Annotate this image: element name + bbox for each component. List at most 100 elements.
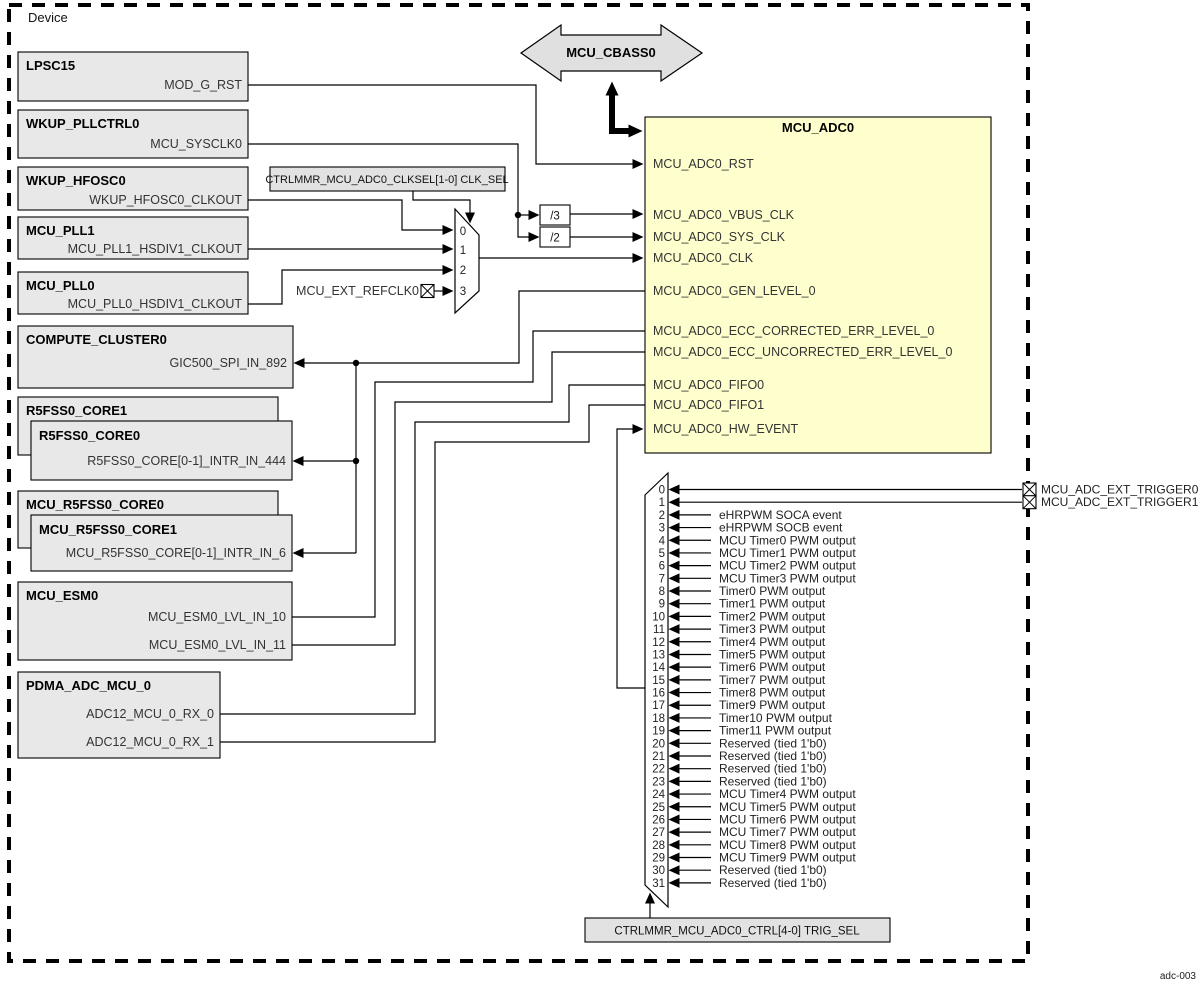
div2-label: /2	[550, 233, 560, 245]
adc-port-ecc-corrected: MCU_ADC0_ECC_CORRECTED_ERR_LEVEL_0	[653, 324, 934, 338]
trigger-input-number: 2	[659, 510, 665, 522]
trigger-input-number: 18	[652, 713, 665, 725]
clock-mux-input-1: 1	[460, 245, 466, 257]
trigger-input-number: 15	[652, 675, 665, 687]
trigger-input-label: Timer7 PWM output	[719, 673, 826, 687]
trigger-input-label: MCU Timer3 PWM output	[719, 571, 856, 585]
adc-title: MCU_ADC0	[782, 120, 854, 135]
wire-ecc-uncorrected	[292, 351, 645, 646]
adc-port-fifo1: MCU_ADC0_FIFO1	[653, 398, 764, 412]
clock-mux-input-3: 3	[460, 286, 466, 298]
trigger-input-number: 13	[652, 649, 665, 661]
trigger-input-number: 9	[659, 599, 665, 611]
module-title: MCU_ESM0	[26, 588, 98, 603]
trigger-input-label: Reserved (tied 1'b0)	[719, 749, 827, 763]
divider-div2: /2	[539, 226, 571, 248]
port-label: MCU_R5FSS0_CORE[0-1]_INTR_IN_6	[66, 546, 286, 560]
port-label: MCU_PLL0_HSDIV1_CLKOUT	[68, 297, 243, 311]
trigger-input-label: MCU Timer4 PWM output	[719, 787, 856, 801]
trigger-input-label: Timer10 PWM output	[719, 711, 833, 725]
trigger-input-number: 20	[652, 738, 665, 750]
module-wkup-hfosc0: WKUP_HFOSC0 WKUP_HFOSC0_CLKOUT	[17, 166, 249, 211]
port-label: MOD_G_RST	[164, 78, 242, 92]
trigger-input-label: MCU Timer1 PWM output	[719, 546, 856, 560]
wire-mod-g-rst	[248, 84, 644, 169]
clock-mux-shape	[454, 207, 480, 315]
trigger-input-label: Timer8 PWM output	[719, 686, 826, 700]
trigger-input-number: 4	[659, 535, 666, 547]
wire-fifo1	[220, 404, 645, 743]
module-r5fss0: R5FSS0_CORE1 R5FSS0_CORE0 R5FSS0_CORE[0-…	[17, 396, 293, 481]
adc-port-hw-event: MCU_ADC0_HW_EVENT	[653, 422, 799, 436]
trigger-input-number: 26	[652, 814, 665, 826]
trigger-input-label: MCU Timer8 PWM output	[719, 838, 856, 852]
mcu-adc0-block: MCU_ADC0 MCU_ADC0_RST MCU_ADC0_VBUS_CLK …	[644, 116, 992, 454]
trigger-input-number: 0	[659, 485, 665, 497]
trigger-input-label: Timer0 PWM output	[719, 584, 826, 598]
ext-refclk-pin: MCU_EXT_REFCLK0	[296, 283, 435, 299]
trigger-input-label: MCU_ADC_EXT_TRIGGER0	[1041, 483, 1198, 497]
trigger-input-number: 21	[652, 751, 665, 763]
wire-genlevel-gic	[293, 290, 645, 368]
trigger-mux-shape	[644, 471, 669, 909]
device-label: Device	[28, 10, 68, 25]
trigger-input-number: 29	[652, 853, 665, 865]
junction-dot-gen1	[352, 359, 360, 367]
ext-refclk-label: MCU_EXT_REFCLK0	[296, 284, 419, 298]
trigger-input-label: Timer11 PWM output	[719, 724, 832, 738]
trigger-input-label: Timer6 PWM output	[719, 660, 826, 674]
module-wkup-pllctrl0: WKUP_PLLCTRL0 MCU_SYSCLK0	[17, 109, 249, 159]
adc-port-gen-level: MCU_ADC0_GEN_LEVEL_0	[653, 284, 816, 298]
trigger-input-number: 22	[652, 764, 665, 776]
port-label: GIC500_SPI_IN_892	[170, 356, 287, 370]
io-pin-x	[1022, 495, 1037, 510]
trigger-input-number: 14	[652, 662, 665, 674]
trigger-input-label: eHRPWM SOCA event	[719, 508, 842, 522]
trigger-input-number: 24	[652, 789, 665, 801]
trigger-input-label: Reserved (tied 1'b0)	[719, 736, 827, 750]
junction-dot-sysclk	[514, 211, 522, 219]
module-lpsc15: LPSC15 MOD_G_RST	[17, 51, 249, 102]
trigger-input-label: MCU Timer5 PWM output	[719, 800, 856, 814]
div3-label: /3	[550, 211, 560, 223]
cbass-label: MCU_CBASS0	[566, 45, 656, 60]
module-pdma-adc-mcu0: PDMA_ADC_MCU_0 ADC12_MCU_0_RX_0 ADC12_MC…	[17, 671, 221, 759]
trigger-input-number: 11	[653, 624, 665, 636]
module-title: LPSC15	[26, 58, 75, 73]
io-pin-x	[1022, 482, 1037, 497]
trigger-input-label: Reserved (tied 1'b0)	[719, 876, 827, 890]
trigger-input-number: 17	[652, 700, 665, 712]
trigger-input-label: Reserved (tied 1'b0)	[719, 863, 827, 877]
adc-port-clk: MCU_ADC0_CLK	[653, 251, 754, 265]
clk-sel-label: CTRLMMR_MCU_ADC0_CLKSEL[1-0] CLK_SEL	[265, 174, 508, 186]
trigger-input-label: MCU Timer7 PWM output	[719, 825, 856, 839]
adc-port-vbus-clk: MCU_ADC0_VBUS_CLK	[653, 208, 795, 222]
module-mcu-pll1: MCU_PLL1 MCU_PLL1_HSDIV1_CLKOUT	[17, 216, 249, 260]
module-title: MCU_PLL1	[26, 223, 95, 238]
trigger-input-label: MCU_ADC_EXT_TRIGGER1	[1041, 495, 1198, 509]
trigger-input-number: 1	[659, 497, 665, 509]
trigger-input-label: Timer2 PWM output	[719, 609, 826, 623]
trig-sel-label-box: CTRLMMR_MCU_ADC0_CTRL[4-0] TRIG_SEL	[584, 917, 891, 943]
trigger-input-label: Timer3 PWM output	[719, 622, 826, 636]
io-pin-x	[420, 284, 435, 298]
wire-clksel	[412, 191, 475, 224]
module-mcu-pll0: MCU_PLL0 MCU_PLL0_HSDIV1_CLKOUT	[17, 271, 249, 315]
divider-div3: /3	[539, 204, 571, 226]
module-title: WKUP_HFOSC0	[26, 173, 126, 188]
wire-hfosc-mux0	[248, 199, 454, 235]
trigger-mux-inputs: 0 MCU_ADC_EXT_TRIGGER0 1 MCU_ADC_EXT_TRIGGE…	[652, 482, 1198, 890]
trigger-input-label: Timer5 PWM output	[719, 647, 826, 661]
wire-sysclk-div2	[248, 143, 540, 242]
trigger-input-number: 3	[659, 523, 665, 535]
trigger-input-number: 25	[652, 802, 665, 814]
port-label: MCU_PLL1_HSDIV1_CLKOUT	[68, 242, 243, 256]
clock-mux-input-2: 2	[460, 265, 466, 277]
port-label: ADC12_MCU_0_RX_0	[86, 707, 214, 721]
wire-fifo0	[220, 384, 645, 715]
module-compute-cluster0: COMPUTE_CLUSTER0 GIC500_SPI_IN_892	[17, 325, 294, 389]
port-label: MCU_ESM0_LVL_IN_10	[148, 610, 286, 624]
module-title: COMPUTE_CLUSTER0	[26, 332, 167, 347]
trigger-input-number: 19	[652, 726, 665, 738]
